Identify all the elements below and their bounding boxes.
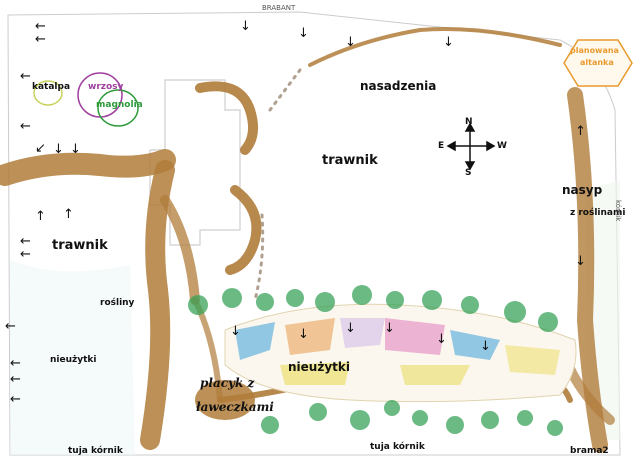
wrzosy-label: wrzosy — [88, 82, 124, 92]
z-roslinami-label: z roślinami — [570, 208, 626, 218]
arrow-down-icon: ↓ — [53, 142, 64, 157]
placyk-label-line2: ławeczkami — [196, 400, 274, 414]
arrow-down-icon: ↓ — [345, 35, 356, 50]
path-house-arc-top — [195, 81, 259, 155]
trawnik-left-label: trawnik — [52, 238, 108, 253]
path-top-right — [308, 27, 562, 67]
compass-cross — [446, 122, 496, 171]
path-left-horizontal — [0, 149, 176, 186]
arrow-down-icon: ↓ — [230, 324, 241, 339]
arrow-left-icon: ← — [20, 69, 31, 84]
arrow-down-icon: ↓ — [480, 339, 491, 354]
rosliny-label: rośliny — [100, 298, 135, 308]
path-house-arc-bottom — [225, 185, 262, 275]
arrow-left-icon: ← — [20, 234, 31, 249]
arrow-down-icon: ↓ — [436, 332, 447, 347]
arrow-left-icon: ← — [10, 392, 21, 407]
shrubs-top — [188, 285, 558, 332]
shrubs-bottom — [261, 400, 563, 436]
arrow-down-icon: ↓ — [70, 142, 81, 157]
wrzosy-circle — [77, 72, 123, 118]
flower-patch-yellow-right — [400, 365, 470, 385]
flower-patch-blue-right — [450, 330, 500, 360]
ground-hint-left — [10, 260, 135, 455]
arrow-left-icon: ← — [20, 247, 31, 262]
arrow-down-icon: ↓ — [345, 321, 356, 336]
arrow-down-icon: ↓ — [575, 254, 586, 269]
magnolia-circle — [97, 89, 139, 127]
arrow-down-icon: ↓ — [443, 35, 454, 50]
kornik-vertical-label: kórnik — [614, 200, 622, 222]
house-outline — [149, 79, 241, 246]
flower-patch-blue-left — [235, 322, 275, 360]
compass-s: S — [465, 168, 472, 178]
flower-bed — [224, 303, 577, 403]
flower-patch-violet — [340, 318, 385, 348]
planowana-label: planowana — [570, 46, 619, 55]
placyk-label-line1: placyk z — [200, 376, 255, 390]
flower-patch-orange — [285, 318, 335, 355]
flower-patch-yellow-left — [280, 362, 350, 385]
arrow-up-icon: ↑ — [575, 124, 586, 139]
path-left-vertical — [140, 160, 175, 450]
compass-e: E — [438, 141, 445, 151]
altanka-hexagon — [563, 39, 633, 87]
path-fork — [160, 195, 200, 305]
nieuzytki-left-label: nieużytki — [50, 355, 97, 365]
nasadzenia-label: nasadzenia — [360, 79, 437, 93]
flower-patch-yellow-far-right — [505, 345, 560, 375]
compass-n: N — [465, 117, 473, 127]
altanka-label: altanka — [580, 58, 614, 67]
arrow-down-icon: ↓ — [384, 321, 395, 336]
placyk-plaza — [195, 380, 255, 420]
arrow-up-icon: ↑ — [63, 207, 74, 222]
arrow-left-icon: ← — [20, 119, 31, 134]
arrow-down-icon: ↓ — [298, 327, 309, 342]
arrow-down-icon: ↓ — [298, 26, 309, 41]
brama2-label: brama2 — [570, 446, 609, 456]
arrow-up-icon: ↑ — [35, 209, 46, 224]
katalpa-label: katalpa — [32, 82, 71, 92]
nieuzytki-center-label: nieużytki — [288, 360, 350, 374]
arrow-left-icon: ← — [5, 319, 16, 334]
arrow-left-icon: ← — [10, 356, 21, 371]
tuja-kornik-left-label: tuja kórnik — [68, 446, 123, 456]
arrow-left-icon: ← — [10, 372, 21, 387]
trawnik-center-label: trawnik — [322, 153, 378, 168]
arrow-down-left-icon: ↙ — [35, 141, 46, 156]
nasyp-label: nasyp — [562, 183, 603, 197]
compass-w: W — [497, 141, 507, 151]
tuja-kornik-center-label: tuja kórnik — [370, 442, 425, 452]
katalpa-circle — [33, 80, 63, 106]
arrow-left-icon: ← — [35, 19, 46, 34]
dotted-path-lower — [253, 213, 265, 302]
brabant-label: BRABANT — [262, 4, 296, 12]
arrow-left-icon: ← — [35, 32, 46, 47]
arrow-down-icon: ↓ — [240, 19, 251, 34]
dotted-path-upper — [268, 68, 302, 112]
magnolia-label: magnolia — [96, 100, 143, 110]
dotted-paths — [253, 68, 302, 302]
flower-patch-pink — [385, 318, 445, 355]
